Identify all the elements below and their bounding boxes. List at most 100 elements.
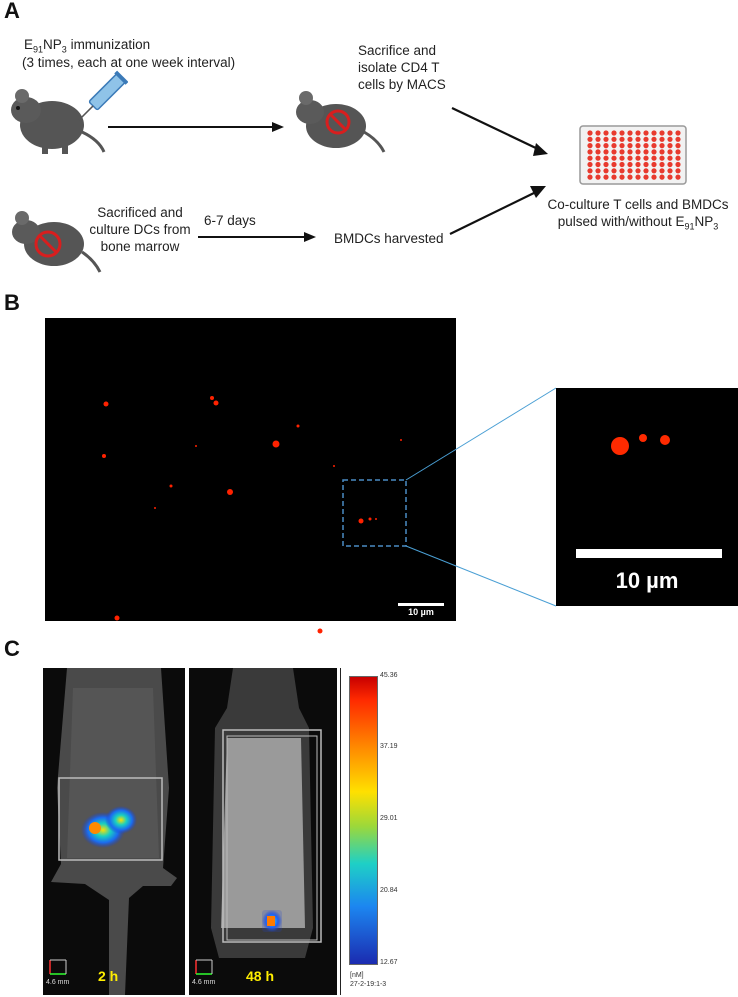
well — [611, 130, 617, 136]
colorbar-tick-4: 20.84 — [380, 887, 398, 894]
well — [643, 161, 649, 168]
well — [643, 143, 649, 149]
roi-box-48h-outer — [222, 729, 322, 943]
well — [659, 161, 665, 168]
particle — [358, 518, 364, 524]
inset-particle-3 — [660, 435, 670, 445]
microscopy-overlay — [102, 387, 557, 634]
particle — [102, 454, 106, 458]
scale-label-left: 4.6 mm — [46, 979, 70, 986]
particle — [114, 615, 120, 621]
scalebar-small-line — [398, 603, 444, 606]
panel-label-a: A — [4, 0, 20, 23]
particle — [227, 489, 233, 495]
axis-indicator-left — [48, 958, 70, 981]
well — [587, 149, 593, 155]
well — [659, 130, 665, 136]
well — [667, 143, 673, 149]
well — [619, 174, 625, 180]
well — [643, 130, 649, 136]
time-label-2h: 2 h — [98, 968, 119, 984]
imaging-2h — [43, 668, 185, 995]
well — [627, 168, 633, 174]
well — [643, 168, 649, 174]
syringe-icon — [78, 70, 128, 121]
well — [595, 149, 601, 155]
well — [667, 130, 673, 136]
colorbar-id: 27-2-19:1-3 — [350, 981, 387, 988]
well — [595, 155, 601, 161]
well — [611, 174, 617, 180]
well — [651, 136, 657, 142]
well — [595, 136, 601, 142]
colorbar-tick-2: 37.19 — [380, 743, 398, 750]
zoom-connector-bottom — [405, 545, 557, 607]
inset-particle-1 — [611, 437, 629, 455]
well — [619, 130, 625, 136]
well — [595, 130, 601, 136]
well — [611, 168, 617, 174]
well — [675, 168, 681, 174]
arrow-immunize-to-isolate — [108, 122, 284, 132]
well — [651, 149, 657, 155]
well — [651, 168, 657, 174]
particle — [272, 440, 280, 448]
colorbar-tick-3: 29.01 — [380, 815, 398, 822]
arrow-culture-to-harvest — [198, 232, 316, 242]
well — [603, 161, 609, 168]
well — [643, 155, 649, 161]
well — [603, 136, 609, 142]
well — [667, 155, 673, 161]
well — [635, 155, 641, 161]
particle — [169, 484, 173, 488]
coculture-text: Co-culture T cells and BMDCs pulsed with… — [547, 197, 729, 232]
time-label-48h: 48 h — [246, 968, 275, 984]
well — [675, 155, 681, 161]
well — [635, 143, 641, 149]
zoom-connector-top — [405, 387, 557, 481]
scale-label-right: 4.6 mm — [192, 979, 216, 986]
well — [587, 143, 593, 149]
well — [659, 168, 665, 174]
well — [627, 174, 633, 180]
bmdc-harvested-text: BMDCs harvested — [334, 231, 444, 246]
well — [667, 161, 673, 168]
well — [595, 143, 601, 149]
well — [635, 174, 641, 180]
well — [651, 161, 657, 168]
well — [587, 155, 593, 161]
panel-label-b: B — [4, 290, 20, 315]
well — [635, 161, 641, 168]
well — [603, 168, 609, 174]
well — [651, 143, 657, 149]
particle — [210, 396, 214, 400]
particle — [195, 445, 197, 447]
axis-indicator-right — [194, 958, 216, 981]
well — [675, 136, 681, 142]
well — [643, 149, 649, 155]
panel-label-c: C — [4, 636, 20, 661]
well — [635, 130, 641, 136]
well — [627, 155, 633, 161]
well — [611, 161, 617, 168]
well — [587, 168, 593, 174]
particle — [103, 401, 109, 407]
colorbar-tick-1: 45.36 — [380, 672, 398, 679]
well — [627, 143, 633, 149]
well — [619, 143, 625, 149]
well — [627, 149, 633, 155]
scalebar-large-line — [576, 549, 722, 558]
well — [587, 174, 593, 180]
arrow-isolate-to-coculture — [451, 107, 548, 156]
arrow-bmdc-to-coculture — [449, 186, 546, 235]
roi-box-48h-inner — [226, 735, 318, 941]
well — [675, 143, 681, 149]
well — [619, 168, 625, 174]
well — [635, 168, 641, 174]
well — [587, 161, 593, 168]
particle — [375, 518, 377, 520]
well — [603, 130, 609, 136]
particle — [296, 424, 300, 428]
zoom-region-box — [342, 479, 407, 547]
panel-c-divider — [340, 668, 341, 995]
